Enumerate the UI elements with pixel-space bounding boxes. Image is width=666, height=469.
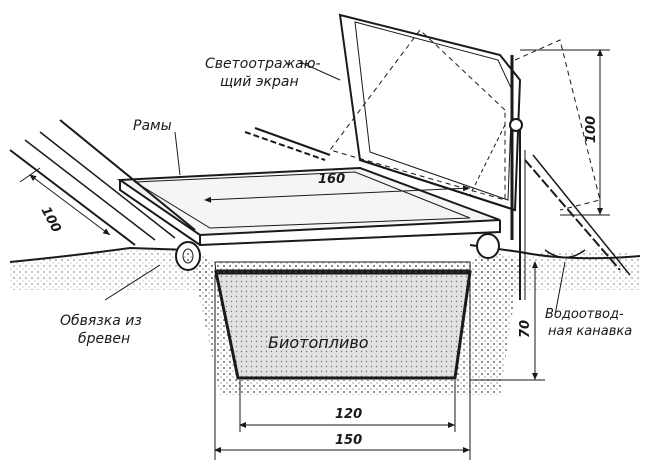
log-frame	[175, 233, 500, 271]
biofuel-label: Биотопливо	[268, 333, 369, 352]
dim-frame-width: 100	[38, 204, 64, 235]
dim-pit-depth: 70	[518, 320, 533, 338]
soil-top-layer	[214, 261, 471, 275]
drain-label-line2: ная канавка	[548, 324, 632, 339]
screen-label-line1: Светоотражаю-	[205, 56, 321, 72]
log-frame-label-line2: бревен	[78, 331, 130, 347]
leader-lines	[104, 61, 566, 316]
dimension-lines	[19, 49, 610, 460]
screen-label-line2: щий экран	[220, 74, 299, 90]
frames-label: Рамы	[133, 118, 172, 134]
dim-top-length: 160	[318, 172, 345, 187]
dim-pit-bottom: 120	[335, 407, 362, 422]
log-frame-label-line1: Обвязка из	[60, 313, 142, 329]
reflective-screen	[329, 13, 631, 300]
drain-label-line1: Водоотвод-	[545, 307, 624, 322]
drainage-ditch	[544, 249, 586, 259]
biofuel-layer	[214, 269, 472, 380]
dim-screen-height: 100	[584, 116, 599, 143]
dim-pit-top: 150	[335, 433, 362, 448]
